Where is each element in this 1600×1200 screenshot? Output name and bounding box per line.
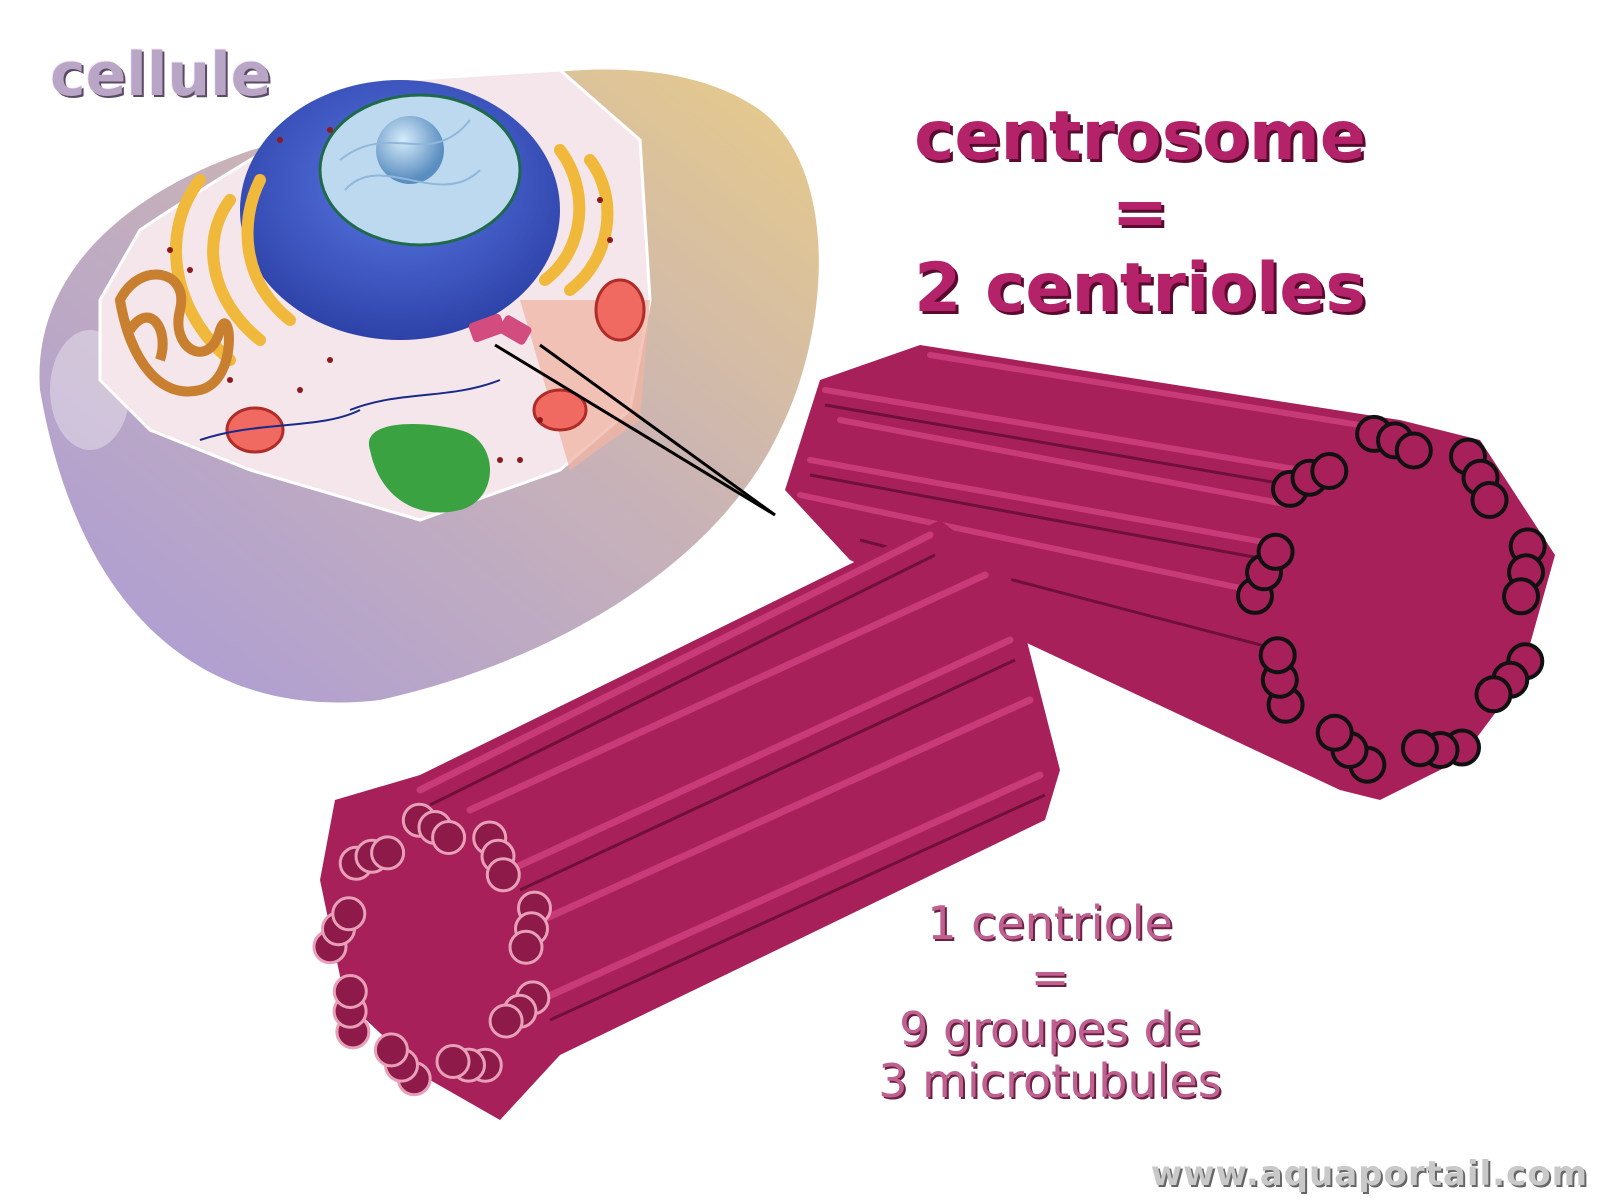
front-microtubule bbox=[488, 1003, 524, 1039]
centriole-back-tube-highlights bbox=[797, 352, 1393, 593]
nucleus bbox=[240, 80, 560, 340]
centriole-front-ring bbox=[312, 802, 552, 1097]
back-microtubule bbox=[1315, 713, 1354, 752]
centriole-back bbox=[785, 345, 1555, 800]
front-microtubule bbox=[331, 896, 367, 932]
back-microtubule bbox=[1474, 675, 1513, 714]
back-microtubule bbox=[1400, 729, 1439, 768]
endoplasmic-reticulum bbox=[114, 269, 234, 397]
back-microtubule bbox=[1470, 481, 1509, 519]
back-microtubule bbox=[1310, 452, 1349, 490]
centriole-caption-line2: 9 groupes de bbox=[899, 1002, 1201, 1056]
cell-label: cellule bbox=[50, 40, 272, 110]
front-microtubule bbox=[431, 820, 467, 855]
centriole-front-body bbox=[320, 520, 1060, 1120]
centriole-front-tube-highlights bbox=[416, 531, 1044, 1004]
back-microtubule bbox=[1256, 532, 1295, 571]
front-microtubule bbox=[435, 1044, 471, 1079]
front-microtubule bbox=[485, 857, 521, 893]
cytoskeleton-fibers bbox=[199, 379, 501, 441]
back-microtubule bbox=[1502, 577, 1540, 616]
back-microtubule bbox=[1258, 636, 1297, 675]
centriole-caption-line1: 1 centriole bbox=[927, 896, 1173, 950]
centrosome-title-line2: 2 centrioles bbox=[914, 249, 1366, 328]
mitochondria bbox=[225, 278, 646, 454]
centrosome-title-equals: = bbox=[1111, 173, 1169, 252]
nucleolus bbox=[376, 116, 444, 184]
front-microtubule bbox=[373, 1032, 409, 1068]
website-watermark: www.aquaportail.com bbox=[1150, 1154, 1588, 1194]
pointer-lines bbox=[494, 343, 776, 517]
cutaway-right-wall bbox=[520, 300, 650, 470]
ribosome-dots bbox=[167, 127, 613, 463]
back-microtubule bbox=[1394, 431, 1433, 470]
centriole-caption-line3: 3 microtubules bbox=[878, 1054, 1222, 1108]
centriole-back-ring bbox=[1236, 414, 1547, 784]
chloroplast bbox=[368, 424, 490, 513]
cell-illustration bbox=[39, 68, 819, 703]
mini-centrosome bbox=[468, 313, 532, 345]
centrosome-title-line1: centrosome bbox=[914, 97, 1366, 176]
front-microtubule bbox=[332, 974, 368, 1009]
centriole-front bbox=[312, 520, 1060, 1120]
front-microtubule bbox=[508, 929, 544, 965]
centriole-caption-equals: = bbox=[1030, 950, 1070, 1004]
centriole-front-tube-shadows bbox=[429, 553, 1046, 1022]
front-microtubule bbox=[370, 835, 406, 871]
